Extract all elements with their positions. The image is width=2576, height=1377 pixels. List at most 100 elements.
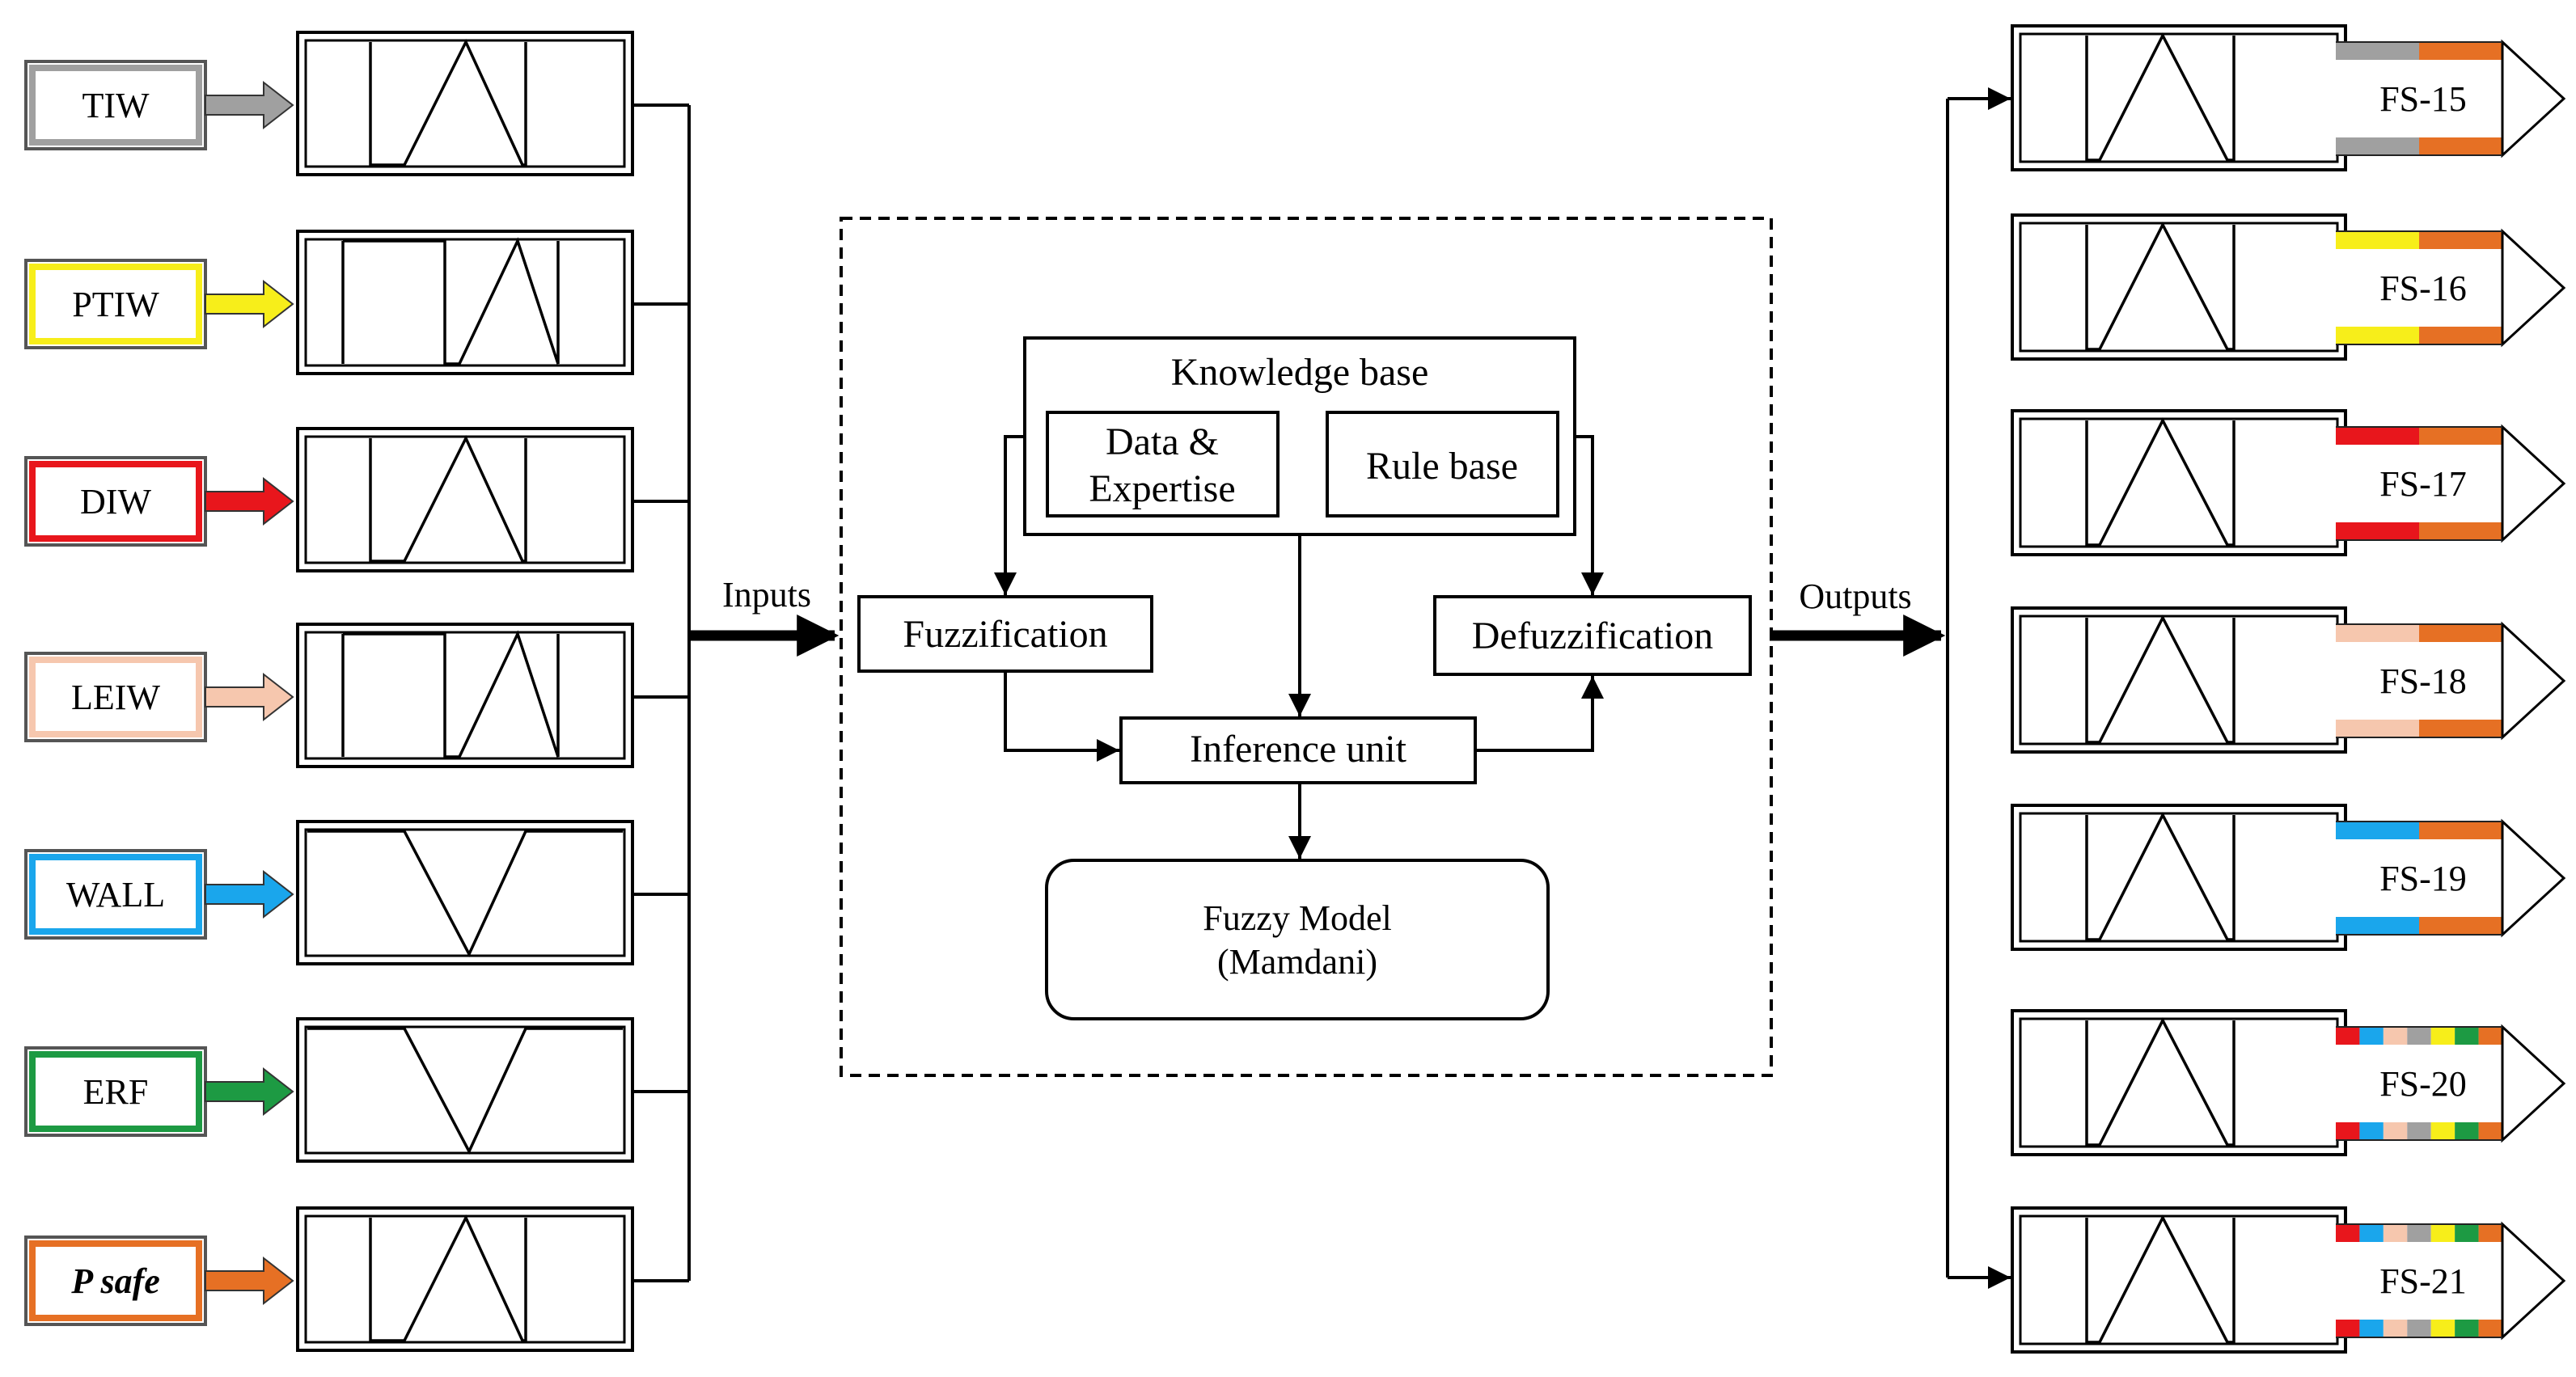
- membership-function: [369, 434, 527, 563]
- output-bus: [1770, 87, 2011, 1289]
- input-label: P safe: [70, 1261, 160, 1301]
- output-arrow-body: [2336, 642, 2502, 720]
- output-band-top: [2430, 1027, 2455, 1045]
- output-band-top: [2336, 1224, 2360, 1242]
- input-box-inner: [29, 657, 202, 737]
- output-fs-16: FS-16: [2011, 213, 2566, 361]
- input-arrow: [205, 476, 294, 526]
- output-band-bottom: [2430, 1122, 2455, 1140]
- output-fs-17: FS-17: [2011, 409, 2566, 556]
- rule-base-label: Rule base: [1366, 445, 1518, 488]
- output-band-bottom: [2419, 917, 2502, 935]
- output-band-top: [2419, 42, 2502, 60]
- output-arrow-head: [2501, 621, 2566, 741]
- output-label: FS-18: [2379, 661, 2467, 701]
- fuzzy-model-box: [1045, 859, 1550, 1020]
- mf-box-outer: [296, 1017, 634, 1163]
- output-band-bottom: [2383, 1320, 2408, 1337]
- input-bus: [687, 105, 840, 1281]
- input-label: PTIW: [72, 285, 159, 324]
- mf-box-outer: [2011, 1009, 2347, 1156]
- output-band-top: [2359, 1027, 2384, 1045]
- output-band-bottom: [2336, 1122, 2360, 1140]
- input-label: WALL: [66, 875, 165, 914]
- input-arrow: [205, 1256, 294, 1306]
- output-band-top: [2336, 42, 2419, 60]
- input-label: DIW: [80, 482, 151, 522]
- output-arrow-head: [2501, 228, 2566, 348]
- internal-connectors: [994, 435, 1604, 859]
- input-ptiw: PTIW: [24, 230, 689, 375]
- output-band-top: [2336, 231, 2419, 249]
- output-band-bottom: [2336, 917, 2419, 935]
- membership-function: [2085, 417, 2235, 547]
- outputs-label: Outputs: [1799, 577, 1911, 616]
- output-band-bottom: [2336, 137, 2419, 155]
- input-arrow: [205, 672, 294, 722]
- output-band-top: [2455, 1027, 2479, 1045]
- input-arrow: [205, 1067, 294, 1117]
- input-wall: WALL: [24, 820, 689, 965]
- input-diw: DIW: [24, 427, 689, 572]
- output-arrow-outline: [2336, 230, 2502, 345]
- input-p-safe: P safe: [24, 1206, 689, 1352]
- membership-function: [2085, 222, 2235, 351]
- output-band-top: [2455, 1224, 2479, 1242]
- output-fs-21: FS-21: [2011, 1206, 2566, 1354]
- output-label: FS-16: [2379, 268, 2467, 308]
- input-arrow: [205, 80, 294, 130]
- inputs-label: Inputs: [722, 575, 811, 615]
- membership-function: [369, 38, 527, 167]
- output-band-top: [2419, 427, 2502, 445]
- output-band-top: [2383, 1027, 2408, 1045]
- data-expertise-line1: Data &: [1106, 420, 1219, 463]
- output-arrow-outline: [2336, 41, 2502, 156]
- mf-box-inner: [304, 631, 626, 760]
- output-band-bottom: [2419, 137, 2502, 155]
- mf-box-outer: [296, 820, 634, 965]
- output-band-bottom: [2478, 1122, 2502, 1140]
- membership-function: [2085, 32, 2235, 162]
- output-band-top: [2430, 1224, 2455, 1242]
- output-label: FS-20: [2379, 1064, 2467, 1104]
- output-band-top: [2478, 1224, 2502, 1242]
- input-label: TIW: [82, 86, 150, 125]
- inference-system: Knowledge base Data & Expertise Rule bas…: [840, 217, 1773, 1077]
- input-box-inner: [29, 1240, 202, 1321]
- membership-function: [2085, 812, 2235, 941]
- output-band-bottom: [2478, 1320, 2502, 1337]
- system-boundary: [840, 217, 1773, 1077]
- output-band-top: [2407, 1027, 2431, 1045]
- input-erf: ERF: [24, 1017, 689, 1163]
- mf-box-outer: [2011, 24, 2347, 171]
- data-expertise-box: [1046, 411, 1280, 517]
- input-label: LEIW: [71, 678, 160, 717]
- output-arrow-body: [2336, 839, 2502, 917]
- knowledge-base-title: Knowledge base: [1171, 351, 1429, 394]
- output-arrow-outline: [2336, 623, 2502, 738]
- membership-function: [341, 630, 560, 758]
- output-band-top: [2336, 624, 2419, 642]
- output-arrow-head: [2501, 1024, 2566, 1143]
- output-arrow-outline: [2336, 1223, 2502, 1338]
- output-band-top: [2419, 822, 2502, 839]
- output-band-bottom: [2455, 1320, 2479, 1337]
- input-box-inner: [29, 461, 202, 542]
- output-band-top: [2336, 822, 2419, 839]
- output-band-bottom: [2336, 327, 2419, 344]
- fuzzy-model-line2: (Mamdani): [1217, 942, 1377, 982]
- membership-function: [2085, 1017, 2235, 1147]
- input-variables: TIW PTIW DIW LEIW WALL ERF P safe: [24, 31, 689, 1352]
- output-band-top: [2336, 427, 2419, 445]
- output-band-bottom: [2359, 1122, 2384, 1140]
- mf-box-outer: [2011, 409, 2347, 556]
- output-band-top: [2383, 1224, 2408, 1242]
- defuzzification-label: Defuzzification: [1472, 615, 1714, 657]
- mf-box-inner: [304, 238, 626, 367]
- output-arrow-body: [2336, 1045, 2502, 1122]
- output-band-bottom: [2419, 720, 2502, 737]
- input-box-inner: [29, 264, 202, 344]
- rule-base-box: [1326, 411, 1559, 517]
- output-band-top: [2478, 1027, 2502, 1045]
